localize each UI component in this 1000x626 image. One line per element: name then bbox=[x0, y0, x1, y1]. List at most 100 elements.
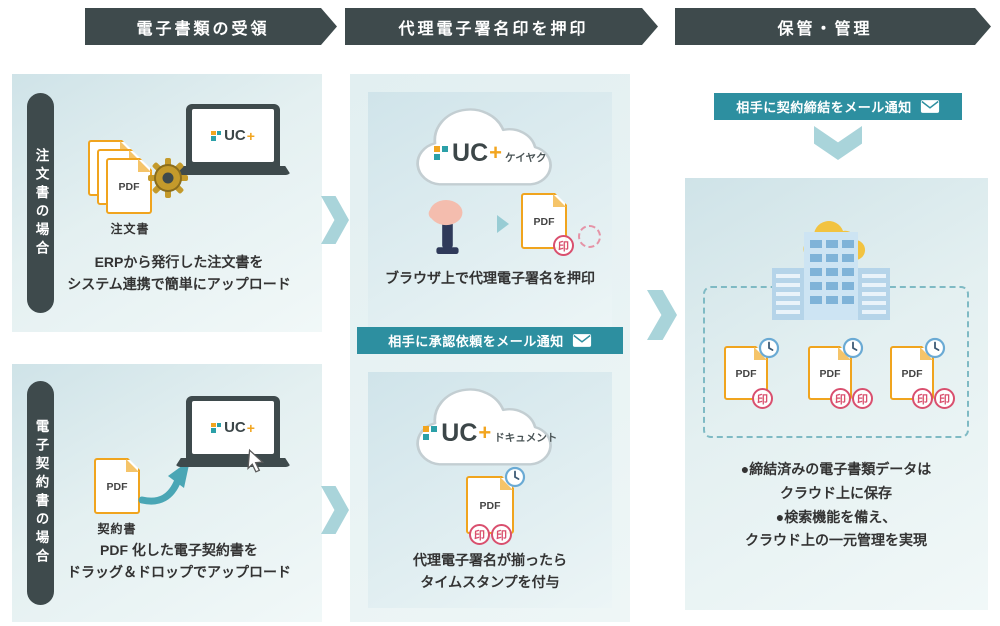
logo-square bbox=[211, 136, 216, 141]
doc-label-contract: 契約書 bbox=[97, 522, 137, 536]
laptop-display: UC+ bbox=[192, 401, 274, 454]
seal-icon: 印 bbox=[491, 524, 512, 545]
pdf-label: PDF bbox=[533, 216, 555, 229]
logo-suffix-document: ドキュメント bbox=[494, 431, 558, 444]
banner-approval-text: 相手に承認依頼をメール通知 bbox=[388, 334, 564, 349]
stored-doc-group: PDF 印 印 bbox=[884, 337, 962, 422]
cloud-service-document: UC+ ドキュメント bbox=[402, 419, 578, 448]
pdf-fold bbox=[553, 194, 566, 207]
logo-text: UC bbox=[452, 138, 489, 167]
logo-text: UC bbox=[441, 418, 478, 447]
side-label-purchase-order: 注文書の場合 bbox=[27, 93, 54, 313]
cursor-icon bbox=[247, 448, 265, 473]
arrow-right-icon bbox=[321, 486, 349, 534]
ucplus-logo: UC+ ドキュメント bbox=[422, 418, 558, 448]
building-icon bbox=[772, 232, 890, 320]
seal-icon: 印 bbox=[469, 524, 490, 545]
seal-icon: 印 bbox=[934, 388, 955, 409]
pdf-label: PDF bbox=[118, 181, 140, 194]
caption-erp-upload: ERPから発行した注文書を システム連携で簡単にアップロード bbox=[67, 254, 291, 292]
gear-icon bbox=[148, 158, 188, 198]
pdf-icon: PDF bbox=[106, 158, 152, 214]
clock-icon bbox=[842, 337, 864, 359]
seal-placeholder-icon bbox=[578, 225, 601, 248]
logo-square bbox=[211, 428, 216, 433]
ucplus-mark-icon bbox=[433, 145, 449, 161]
seal-icon: 印 bbox=[752, 388, 773, 409]
seal-icon: 印 bbox=[852, 388, 873, 409]
laptop-base bbox=[175, 458, 291, 467]
logo-square bbox=[422, 433, 430, 441]
laptop-icon: UC+ bbox=[175, 396, 291, 467]
mail-icon bbox=[572, 333, 592, 348]
logo-square bbox=[433, 153, 441, 161]
logo-square bbox=[211, 130, 216, 135]
cloud-shape bbox=[416, 388, 552, 466]
cloud-shape bbox=[416, 108, 552, 186]
logo-text: UC bbox=[224, 127, 246, 144]
pdf-label: PDF bbox=[106, 481, 128, 494]
ucplus-mark-icon bbox=[211, 130, 222, 141]
timestamped-pdf-group: PDF 印 印 bbox=[466, 466, 526, 545]
stamp-hand-icon bbox=[428, 200, 463, 255]
arrow-right-icon bbox=[647, 290, 677, 340]
ucplus-mark-icon bbox=[211, 422, 222, 433]
laptop-screen: UC+ bbox=[186, 104, 280, 166]
seal-icon: 印 bbox=[553, 235, 574, 256]
side-label-contract: 電子契約書の場合 bbox=[27, 381, 54, 605]
logo-square bbox=[433, 145, 441, 153]
signed-pdf-group: PDF 印 bbox=[521, 193, 601, 256]
triangle-pointer-icon bbox=[497, 215, 509, 233]
pdf-icon: PDF bbox=[94, 458, 140, 514]
arrow-right-icon bbox=[321, 196, 349, 244]
cloud-icon: UC+ ケイヤク bbox=[402, 106, 578, 192]
banner-conclusion-text: 相手に契約締結をメール通知 bbox=[736, 100, 912, 115]
logo-square bbox=[216, 422, 222, 427]
laptop-icon: UC+ bbox=[175, 104, 291, 175]
logo-suffix-keiyaku: ケイヤク bbox=[504, 151, 547, 164]
laptop-display: UC+ bbox=[192, 109, 274, 162]
logo-plus: + bbox=[489, 140, 502, 166]
caption-cloud-storage: ●締結済みの電子書類データは クラウド上に保存 ●検索機能を備え、 クラウド上の… bbox=[740, 461, 932, 549]
pdf-label: PDF bbox=[479, 500, 501, 513]
logo-plus: + bbox=[246, 127, 255, 144]
header-step-sign: 代理電子署名印を押印 bbox=[345, 8, 658, 45]
mail-icon bbox=[920, 99, 940, 114]
cloud-icon: UC+ ドキュメント bbox=[402, 386, 578, 472]
logo-text: UC bbox=[224, 419, 246, 436]
logo-square bbox=[211, 422, 216, 427]
logo-square bbox=[441, 145, 449, 153]
seal-icon: 印 bbox=[912, 388, 933, 409]
logo-square bbox=[422, 425, 430, 433]
clock-icon bbox=[504, 466, 526, 488]
ucplus-logo: UC+ ケイヤク bbox=[433, 138, 547, 168]
clock-icon bbox=[758, 337, 780, 359]
logo-plus: + bbox=[246, 419, 255, 436]
caption-timestamp: 代理電子署名が揃ったら タイムスタンプを付与 bbox=[413, 552, 567, 590]
header-step-store: 保管・管理 bbox=[675, 8, 991, 45]
logo-square bbox=[216, 130, 222, 135]
pdf-label: PDF bbox=[901, 368, 923, 381]
pdf-label: PDF bbox=[819, 368, 841, 381]
ucplus-logo: UC+ bbox=[211, 127, 255, 144]
doc-label-purchase-order: 注文書 bbox=[110, 222, 150, 236]
banner-approval-mail: 相手に承認依頼をメール通知 bbox=[357, 327, 623, 354]
caption-dragdrop-upload: PDF 化した電子契約書を ドラッグ＆ドロップでアップロード bbox=[67, 542, 291, 580]
header-step-receive: 電子書類の受領 bbox=[85, 8, 337, 45]
cloud-service-keiyaku: UC+ ケイヤク bbox=[402, 139, 578, 168]
pdf-label: PDF bbox=[735, 368, 757, 381]
laptop-screen: UC+ bbox=[186, 396, 280, 458]
banner-conclusion-mail: 相手に契約締結をメール通知 bbox=[714, 93, 962, 120]
clock-icon bbox=[924, 337, 946, 359]
ucplus-logo: UC+ bbox=[211, 419, 255, 436]
caption-sign-browser: ブラウザ上で代理電子署名を押印 bbox=[385, 270, 595, 286]
logo-square bbox=[430, 425, 438, 433]
arrow-down-icon bbox=[814, 126, 862, 160]
laptop-base bbox=[175, 166, 291, 175]
stored-doc-group: PDF 印 bbox=[718, 337, 796, 422]
logo-plus: + bbox=[478, 420, 492, 446]
stored-doc-group: PDF 印 印 bbox=[802, 337, 880, 422]
seal-icon: 印 bbox=[830, 388, 851, 409]
ucplus-mark-icon bbox=[422, 425, 438, 441]
